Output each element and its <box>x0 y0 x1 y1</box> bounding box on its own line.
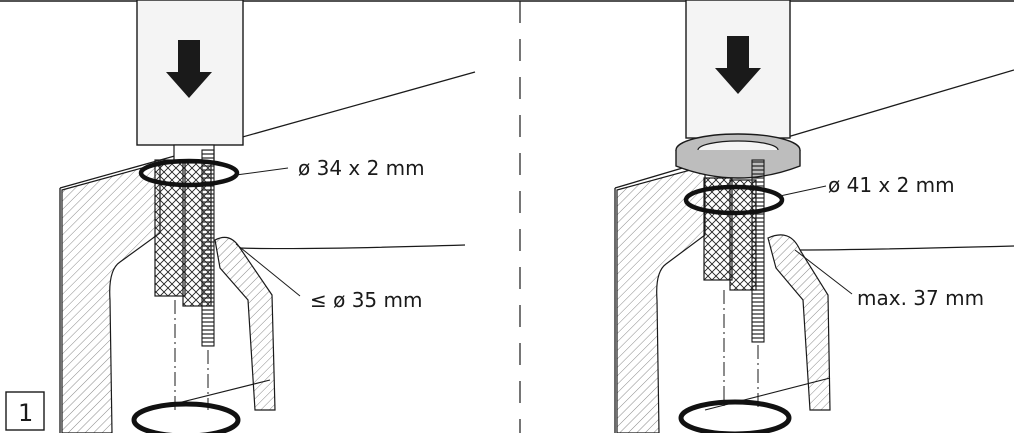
counter-section-right <box>214 236 276 411</box>
counter-section-right-r <box>767 234 831 411</box>
braided-hose-r1 <box>703 177 733 281</box>
threaded-rod-icon <box>201 149 215 347</box>
oring-label-right: ø 41 x 2 mm <box>828 173 955 197</box>
hole-label-left: ≤ ø 35 mm <box>310 288 422 312</box>
left-panel: ø 34 x 2 mm ≤ ø 35 mm <box>59 0 476 433</box>
bottom-ring-left <box>131 401 241 433</box>
leader-oring-left <box>235 167 289 176</box>
figure-number: 1 <box>18 399 33 427</box>
leader-oring-right <box>779 185 827 197</box>
hole-label-right: max. 37 mm <box>857 286 984 310</box>
basin-curve <box>239 244 466 250</box>
o-ring-icon <box>138 158 240 188</box>
basin-curve-r <box>799 245 1014 251</box>
oring-label-left: ø 34 x 2 mm <box>298 156 425 180</box>
bottom-ring-right <box>678 399 792 433</box>
counter-section-left-r <box>616 165 706 433</box>
leader-hole-right <box>794 249 853 295</box>
threaded-rod-r <box>751 159 765 343</box>
counter-edge-top <box>59 71 476 189</box>
counter-edge-top-r <box>614 69 1014 189</box>
figure-number-box <box>5 391 45 431</box>
o-ring-icon-r <box>683 184 785 216</box>
washer-rim <box>675 150 801 179</box>
counter-section-left <box>61 162 161 433</box>
leader-hole-left <box>235 243 301 297</box>
arrow-down-icon-r <box>715 36 761 94</box>
right-panel: ø 41 x 2 mm max. 37 mm <box>614 0 1014 433</box>
arrow-down-icon <box>166 40 212 98</box>
